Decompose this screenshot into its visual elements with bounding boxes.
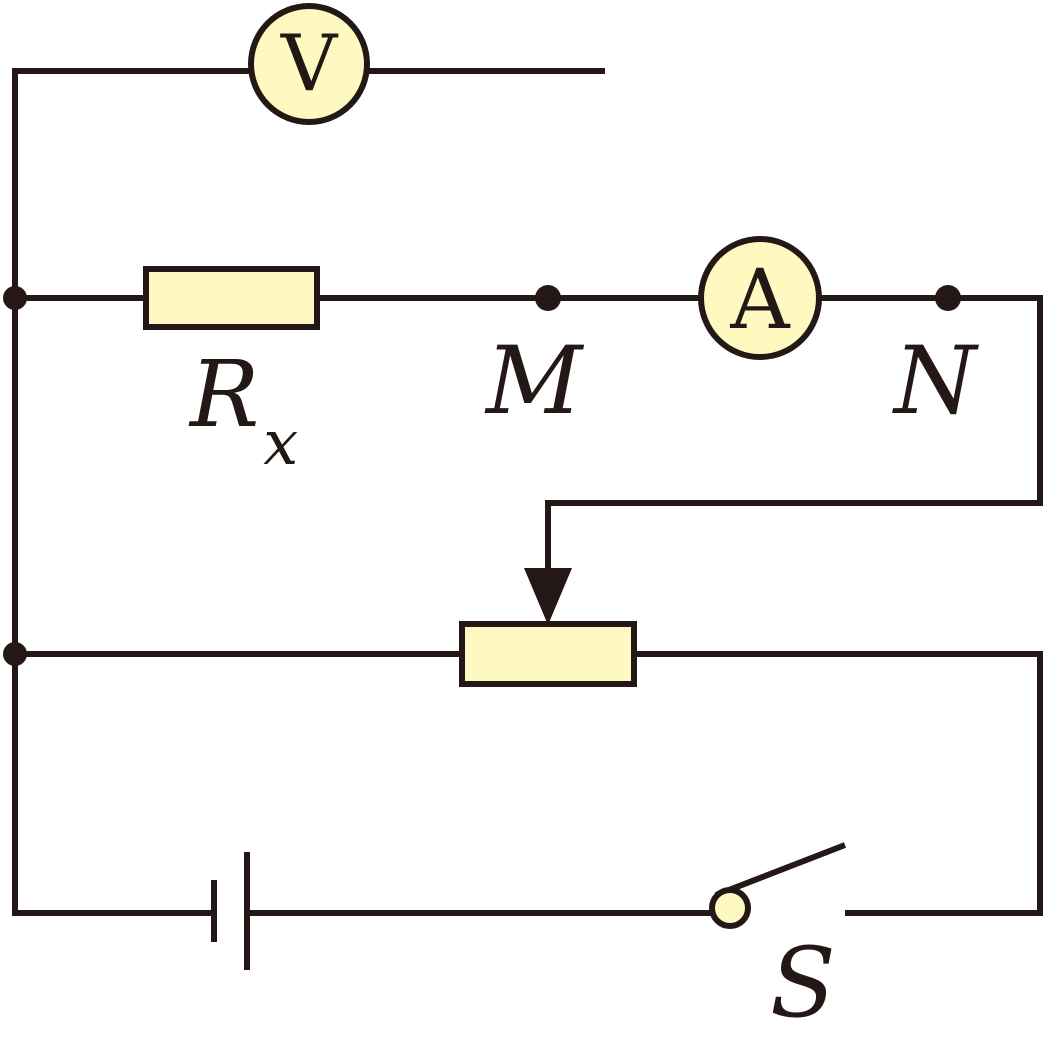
battery [211,852,250,970]
resistor-rx [143,266,320,330]
switch-lever [714,842,847,898]
rheostat [459,621,637,687]
switch-s [709,842,847,929]
junction-dot-upper [3,286,27,310]
resistor-rx-label: Rx [188,341,298,479]
node-m-label: M [484,327,585,436]
resistor-rx-label-subscript: x [263,406,298,479]
ammeter: A [698,236,822,360]
switch-label: S [770,927,836,1039]
slider-arrow-head [524,568,572,625]
voltmeter-body [248,3,370,125]
voltmeter-symbol: V [280,19,339,109]
rheostat-wire-right [634,651,1043,916]
node-n-label: N [892,327,979,436]
ammeter-symbol: A [729,253,791,348]
rx-branch-wire-right [545,295,1043,580]
node-m-dot [535,285,561,311]
resistor-rx-label-main: R [188,341,259,448]
voltmeter: V [248,3,370,125]
node-n-dot [935,285,961,311]
switch-pivot [709,887,751,929]
